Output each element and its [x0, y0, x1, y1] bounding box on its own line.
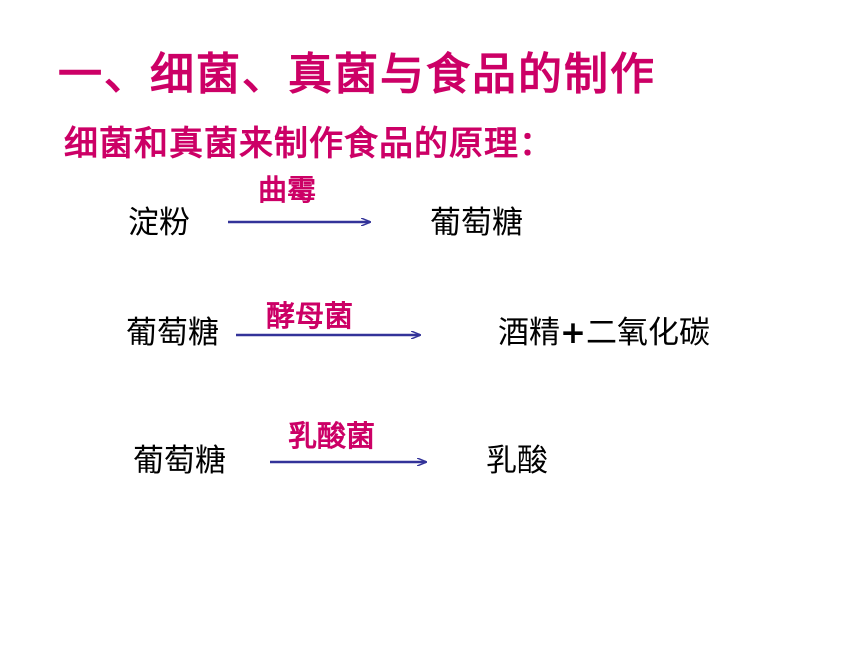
plus-sign: + [560, 315, 586, 351]
section-subtitle: 细菌和真菌来制作食品的原理： [64, 124, 554, 164]
reaction-3-reactant: 葡萄糖 [133, 443, 226, 479]
reaction-1-reactant: 淀粉 [128, 205, 190, 241]
reaction-2-reactant: 葡萄糖 [126, 315, 219, 351]
reaction-3-product: 乳酸 [486, 443, 548, 479]
reaction-2-product-main: 酒精 [498, 315, 560, 351]
reaction-1-product: 葡萄糖 [430, 205, 523, 241]
reaction-1-microbe: 曲霉 [258, 173, 317, 207]
reaction-3-microbe: 乳酸菌 [288, 419, 376, 453]
reaction-2-microbe: 酵母菌 [266, 299, 354, 333]
reaction-2-product-extra: 二氧化碳 [585, 315, 710, 351]
page-title: 一、细菌、真菌与食品的制作 [58, 49, 656, 100]
reaction-2-product: 酒精+二氧化碳 [498, 318, 710, 349]
